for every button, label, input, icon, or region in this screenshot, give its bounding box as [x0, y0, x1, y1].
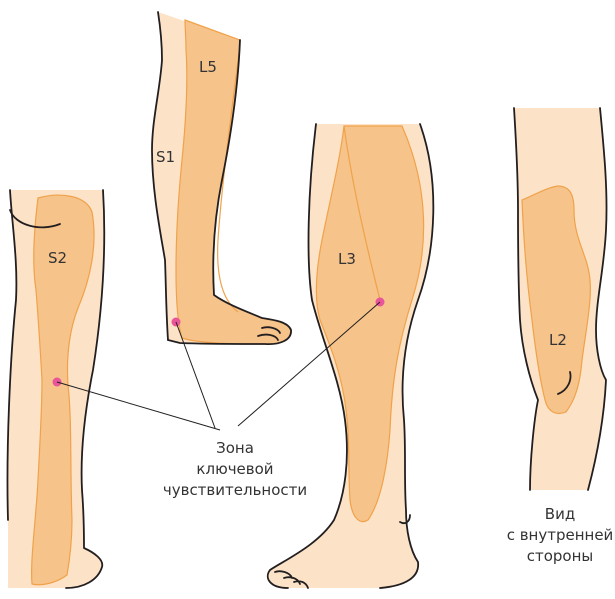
leg-s1-l5: L5 S1: [152, 12, 291, 344]
leg-s2: S2: [7, 190, 104, 588]
caption-line-1: Зона: [216, 439, 254, 457]
label-l5: L5: [199, 58, 217, 76]
inner-view-line-2: с внутренней: [507, 526, 614, 544]
caption-line-3: чувствительности: [163, 481, 307, 499]
label-s2: S2: [48, 249, 67, 267]
label-l2: L2: [549, 331, 567, 349]
caption-line-2: ключевой: [196, 460, 273, 478]
leg-l2: L2: [514, 108, 607, 490]
inner-view-line-3: стороны: [527, 547, 594, 565]
label-s1: S1: [156, 148, 175, 166]
leg-l3: L3: [268, 124, 434, 588]
inner-view-line-1: Вид: [545, 505, 575, 523]
label-l3: L3: [338, 250, 356, 268]
leg-s1-l5-dermatome: [176, 20, 291, 344]
caption-key-zone: Зона ключевой чувствительности: [163, 439, 307, 499]
caption-inner-view: Вид с внутренней стороны: [507, 505, 614, 565]
